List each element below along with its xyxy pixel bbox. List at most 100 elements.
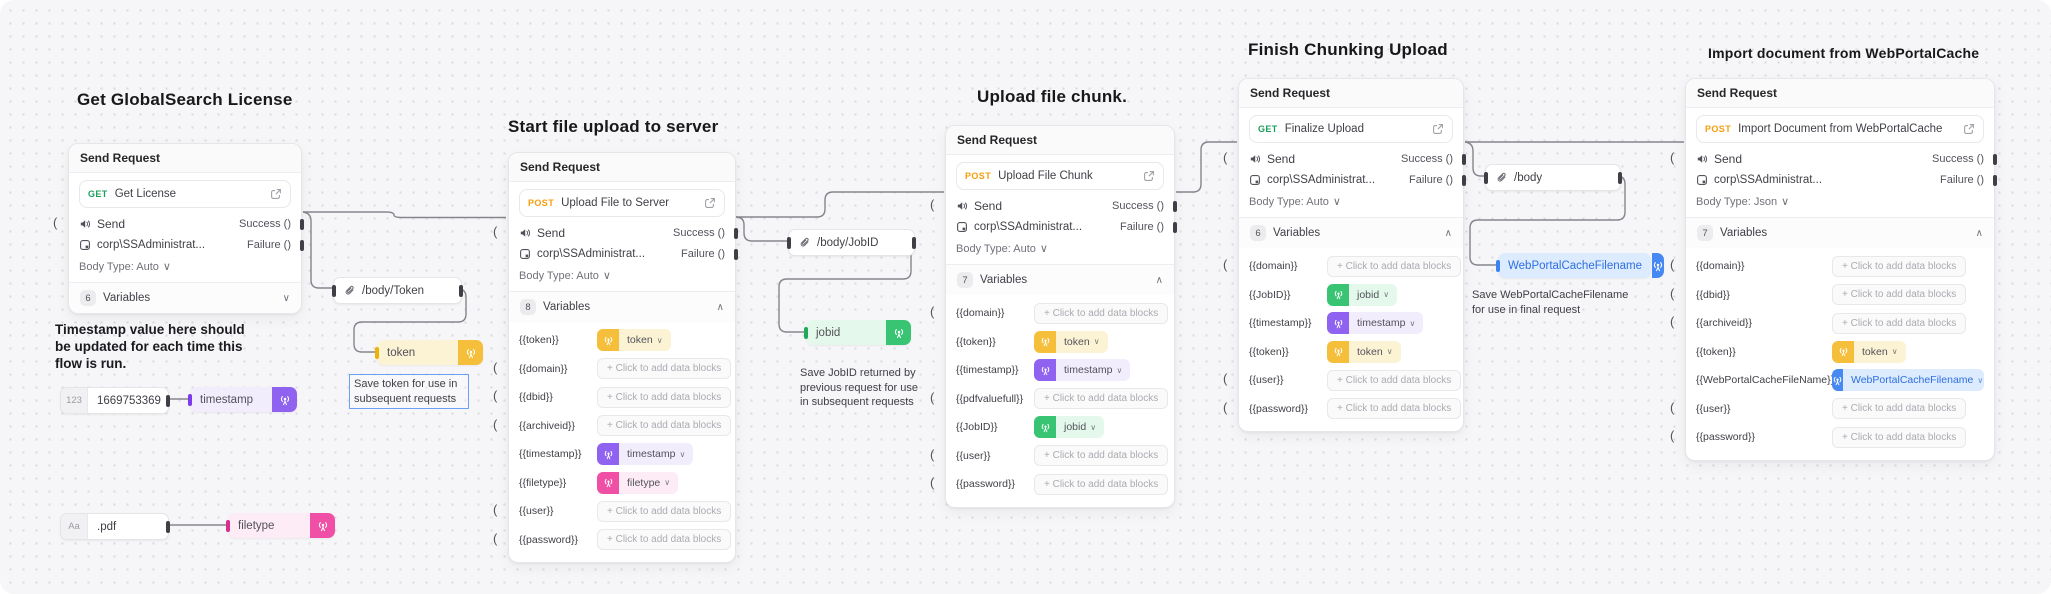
add-data-blocks-button[interactable]: + Click to add data blocks — [597, 358, 732, 380]
body-jobid-path-node[interactable]: /body/JobID — [787, 229, 916, 256]
success-output-port[interactable] — [1173, 200, 1177, 212]
external-link-icon[interactable] — [1143, 170, 1155, 182]
data-block-pill-token[interactable]: token∨ — [1327, 340, 1401, 363]
send-input-port[interactable]: ( — [1223, 150, 1228, 165]
variable-input-port[interactable]: ( — [493, 502, 498, 518]
input-port[interactable] — [804, 326, 808, 339]
variable-input-port[interactable]: ( — [930, 304, 935, 320]
add-data-blocks-button[interactable]: + Click to add data blocks — [597, 386, 732, 408]
external-link-icon[interactable] — [704, 197, 716, 209]
send-input-port[interactable]: ( — [930, 197, 935, 212]
variable-input-port[interactable]: ( — [930, 389, 935, 405]
add-data-blocks-button[interactable]: + Click to add data blocks — [1832, 312, 1967, 334]
add-data-blocks-button[interactable]: + Click to add data blocks — [1832, 398, 1967, 420]
external-link-icon[interactable] — [1432, 123, 1444, 135]
token-broadcast-node[interactable]: token — [375, 340, 483, 365]
input-port[interactable] — [1484, 171, 1488, 184]
variable-input-port[interactable]: ( — [1670, 399, 1675, 415]
output-port[interactable] — [166, 520, 170, 533]
input-port[interactable] — [787, 236, 791, 249]
data-block-pill-timestamp[interactable]: timestamp∨ — [597, 443, 694, 466]
body-type-dropdown[interactable]: Body Type: Json∨ — [1686, 189, 1994, 212]
add-data-blocks-button[interactable]: + Click to add data blocks — [1832, 284, 1967, 306]
body-token-path-node[interactable]: /body/Token — [332, 277, 463, 304]
failure-output-port[interactable] — [300, 239, 304, 251]
body-type-dropdown[interactable]: Body Type: Auto∨ — [946, 236, 1174, 259]
variable-input-port[interactable]: ( — [930, 475, 935, 491]
variable-input-port[interactable]: ( — [1223, 371, 1228, 387]
data-block-pill-token[interactable]: token∨ — [1034, 330, 1108, 353]
add-data-blocks-button[interactable]: + Click to add data blocks — [1034, 445, 1169, 467]
failure-output-port[interactable] — [1993, 174, 1997, 186]
add-data-blocks-button[interactable]: + Click to add data blocks — [1034, 302, 1169, 324]
failure-output-port[interactable] — [1173, 221, 1177, 233]
variable-input-port[interactable]: ( — [1670, 257, 1675, 273]
input-port[interactable] — [1496, 259, 1500, 272]
body-type-dropdown[interactable]: Body Type: Auto∨ — [69, 254, 301, 277]
output-port[interactable] — [912, 236, 916, 249]
variable-input-port[interactable]: ( — [493, 388, 498, 404]
add-data-blocks-button[interactable]: + Click to add data blocks — [1034, 388, 1169, 410]
send-input-port[interactable]: ( — [1670, 150, 1675, 165]
success-output-port[interactable] — [300, 218, 304, 230]
input-port[interactable] — [226, 519, 230, 532]
success-output-port[interactable] — [1993, 153, 1997, 165]
note-timestamp[interactable]: Timestamp value here should be updated f… — [55, 322, 245, 371]
add-data-blocks-button[interactable]: + Click to add data blocks — [597, 529, 732, 551]
input-port[interactable] — [188, 393, 192, 406]
add-data-blocks-button[interactable]: + Click to add data blocks — [1327, 398, 1462, 420]
add-data-blocks-button[interactable]: + Click to add data blocks — [1832, 426, 1967, 448]
data-block-pill-timestamp[interactable]: timestamp∨ — [1327, 312, 1424, 335]
data-block-pill-WebPortalCacheFilename[interactable]: WebPortalCacheFilename∨ — [1832, 369, 1984, 392]
note-save-token[interactable]: Save token for use in subsequent request… — [349, 374, 469, 410]
data-block-pill-timestamp[interactable]: timestamp∨ — [1034, 359, 1131, 382]
timestamp-broadcast-node[interactable]: timestamp — [188, 387, 297, 412]
send-input-port[interactable]: ( — [493, 224, 498, 239]
note-save-wpcf[interactable]: Save WebPortalCacheFilename for use in f… — [1472, 289, 1629, 316]
external-link-icon[interactable] — [270, 188, 282, 200]
variable-input-port[interactable]: ( — [1223, 399, 1228, 415]
external-link-icon[interactable] — [1963, 123, 1975, 135]
body-type-dropdown[interactable]: Body Type: Auto∨ — [509, 263, 735, 286]
data-block-pill-token[interactable]: token∨ — [597, 329, 671, 352]
data-block-pill-jobid[interactable]: jobid∨ — [1034, 416, 1105, 439]
success-output-port[interactable] — [1462, 153, 1466, 165]
variable-input-port[interactable]: ( — [1670, 314, 1675, 330]
variable-input-port[interactable]: ( — [493, 416, 498, 432]
failure-output-port[interactable] — [734, 248, 738, 260]
note-save-jobid[interactable]: Save JobID returned by previous request … — [800, 367, 919, 409]
add-data-blocks-button[interactable]: + Click to add data blocks — [597, 500, 732, 522]
send-input-port[interactable]: ( — [53, 215, 58, 230]
input-port[interactable] — [375, 346, 379, 359]
data-block-pill-jobid[interactable]: jobid∨ — [1327, 283, 1398, 306]
add-data-blocks-button[interactable]: + Click to add data blocks — [1034, 473, 1169, 495]
jobid-broadcast-node[interactable]: jobid — [804, 320, 911, 345]
body-path-node[interactable]: /body — [1484, 164, 1622, 191]
add-data-blocks-button[interactable]: + Click to add data blocks — [1832, 255, 1967, 277]
variable-input-port[interactable]: ( — [1670, 285, 1675, 301]
body-type-dropdown[interactable]: Body Type: Auto∨ — [1239, 189, 1463, 212]
output-port[interactable] — [459, 284, 463, 297]
output-port[interactable] — [1618, 171, 1622, 184]
filetype-broadcast-node[interactable]: filetype — [226, 513, 335, 538]
add-data-blocks-button[interactable]: + Click to add data blocks — [1327, 369, 1462, 391]
data-block-pill-filetype[interactable]: filetype∨ — [597, 471, 679, 494]
add-data-blocks-button[interactable]: + Click to add data blocks — [1327, 255, 1462, 277]
failure-output-port[interactable] — [1462, 174, 1466, 186]
add-data-blocks-button[interactable]: + Click to add data blocks — [597, 415, 732, 437]
output-port[interactable] — [166, 394, 170, 407]
variable-input-port[interactable]: ( — [493, 530, 498, 546]
input-port[interactable] — [332, 284, 336, 297]
pdf-value-node[interactable]: Aa.pdf — [60, 513, 170, 540]
success-output-port[interactable] — [734, 227, 738, 239]
